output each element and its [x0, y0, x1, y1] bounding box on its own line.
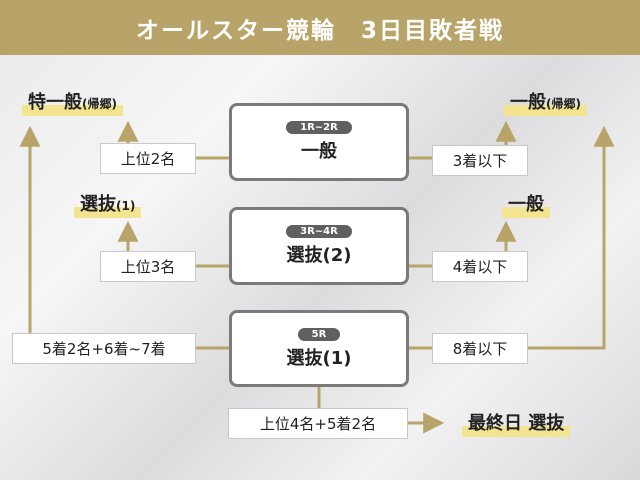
condition-r5-left: 5着2名+6着~7着	[12, 333, 196, 364]
race-5r: 5R 選抜(1)	[229, 310, 409, 387]
condition-r12-right: 3着以下	[432, 145, 528, 176]
dest-general-home: 一般(帰郷)	[504, 88, 587, 116]
race-3r-4r: 3R~4R 選抜(2)	[229, 207, 409, 285]
condition-r34-left: 上位3名	[100, 251, 196, 282]
race-badge: 1R~2R	[286, 121, 352, 134]
dest-final-day: 最終日 選抜	[462, 409, 571, 437]
page-title: オールスター競輪 3日目敗者戦	[0, 0, 640, 55]
condition-r12-left: 上位2名	[100, 143, 196, 174]
race-name: 一般	[301, 141, 337, 162]
race-1r-2r: 1R~2R 一般	[229, 103, 409, 181]
condition-r5-right: 8着以下	[432, 333, 528, 364]
condition-r34-right: 4着以下	[432, 251, 528, 282]
dest-senbatsu-1: 選抜(1)	[74, 190, 142, 218]
race-badge: 5R	[297, 327, 341, 341]
race-badge: 3R~4R	[286, 225, 352, 238]
dest-general: 一般	[502, 190, 550, 218]
condition-r5-bottom: 上位4名+5着2名	[228, 408, 408, 439]
race-name: 選抜(1)	[286, 347, 352, 369]
dest-special-general: 特一般(帰郷)	[22, 88, 123, 116]
race-name: 選抜(2)	[286, 245, 352, 266]
